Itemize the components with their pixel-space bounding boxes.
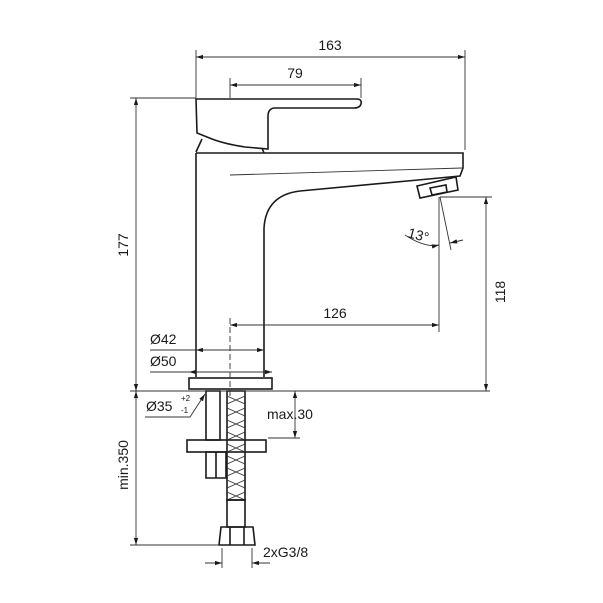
dim-163: 163 bbox=[318, 37, 342, 53]
aerator bbox=[416, 176, 459, 199]
dim-d50: Ø50 bbox=[150, 353, 177, 369]
fixing-nut bbox=[205, 451, 227, 479]
faucet-outline bbox=[186, 98, 464, 546]
dim-79: 79 bbox=[287, 65, 303, 81]
dim-min350: min.350 bbox=[115, 440, 131, 490]
dim-connection: 2xG3/8 bbox=[263, 544, 308, 560]
dim-d35-tol-plus: +2 bbox=[181, 394, 191, 403]
body bbox=[195, 152, 464, 377]
body-groove bbox=[229, 167, 463, 176]
dim-d35-tol-minus: -1 bbox=[181, 406, 189, 415]
dim-118: 118 bbox=[492, 281, 508, 304]
dimension-labels: 163 79 177 126 118 13° Ø42 Ø50 Ø35 +2 -1… bbox=[115, 37, 508, 560]
hose-fitting bbox=[226, 499, 246, 528]
hose-braid bbox=[226, 395, 246, 501]
dim-d35: Ø35 bbox=[146, 398, 173, 414]
handle-base bbox=[195, 138, 265, 154]
connection-nut bbox=[218, 526, 256, 546]
threaded-shank bbox=[205, 390, 221, 441]
base-plate bbox=[188, 377, 273, 390]
dimension-lines bbox=[130, 50, 492, 568]
dim-angle: 13° bbox=[406, 224, 431, 245]
dim-max30: max.30 bbox=[267, 406, 313, 422]
dim-126: 126 bbox=[323, 305, 347, 321]
handle-lever bbox=[195, 98, 362, 150]
dim-177: 177 bbox=[115, 233, 131, 257]
dim-d42: Ø42 bbox=[150, 331, 177, 347]
